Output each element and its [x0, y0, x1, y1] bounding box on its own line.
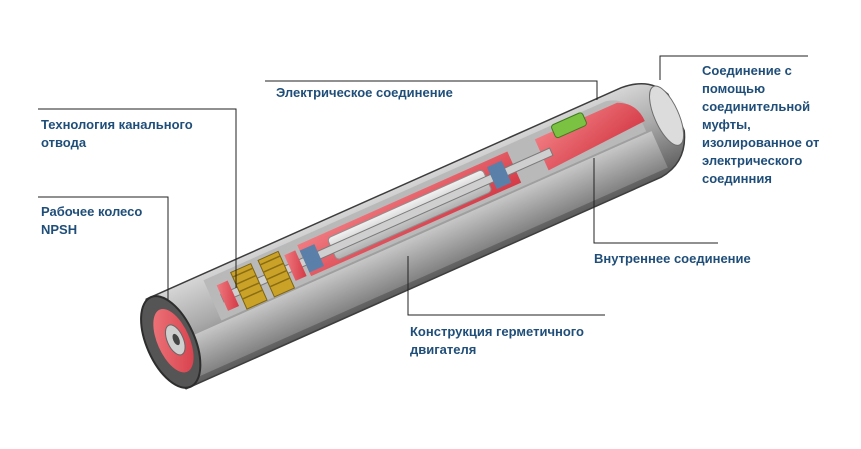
- lower-shell: [176, 131, 668, 380]
- label-electrical-connection: Электрическое соединение: [276, 85, 453, 100]
- label-coupling-line7: соединния: [702, 171, 772, 186]
- label-channel-line1: Технология канального: [41, 117, 193, 132]
- label-motor-line2: двигателя: [410, 342, 477, 357]
- impeller-assembly: [216, 250, 307, 311]
- leader-channel: [38, 108, 237, 288]
- label-coupling-line2: помощью: [702, 81, 766, 96]
- stator-insulation: [299, 244, 325, 273]
- label-coupling-line1: Соединение с: [702, 63, 792, 78]
- leader-impeller: [38, 196, 169, 300]
- label-coupling: Соединение с помощью соединительной муфт…: [702, 62, 819, 188]
- pump-body: [140, 83, 686, 390]
- label-coupling-line4: муфты,: [702, 117, 751, 132]
- label-impeller-line1: Рабочее колесо: [41, 204, 143, 219]
- label-motor-line1: Конструкция герметичного: [410, 324, 584, 339]
- leader-electrical: [265, 80, 598, 100]
- label-coupling-line5: изолированное от: [702, 135, 820, 150]
- label-channel-line2: отвода: [41, 135, 87, 150]
- electrical-connector: [551, 112, 587, 139]
- label-internal-connection: Внутреннее соединение: [594, 251, 751, 266]
- stator-insulation-right: [486, 160, 512, 190]
- label-coupling-line6: электрического: [702, 153, 803, 168]
- label-impeller-line2: NPSH: [41, 222, 78, 237]
- leader-coupling: [659, 55, 808, 80]
- leader-motor: [407, 256, 605, 316]
- leader-internal: [593, 158, 718, 244]
- label-channel-technology: Технология канального отвода: [41, 116, 193, 152]
- intake-center: [172, 333, 180, 346]
- leader-lines: [38, 55, 808, 316]
- label-impeller: Рабочее колесо NPSH: [41, 203, 142, 239]
- label-sealed-motor: Конструкция герметичного двигателя: [410, 323, 584, 359]
- outlet-end: [649, 85, 685, 146]
- coupling-cavity: [534, 102, 645, 171]
- label-coupling-line3: соединительной: [702, 99, 811, 114]
